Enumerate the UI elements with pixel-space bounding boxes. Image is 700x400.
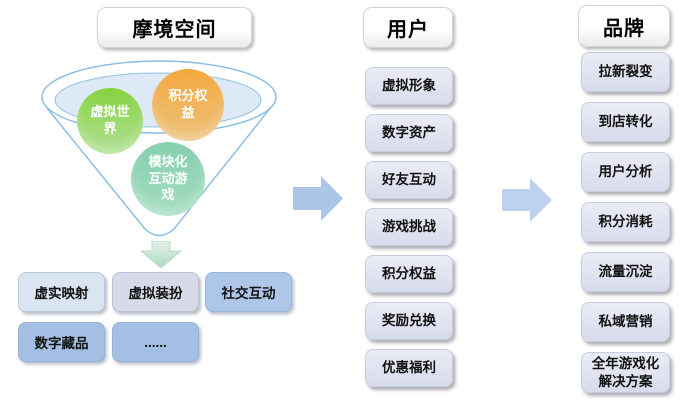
list-item: 优惠福利 xyxy=(365,349,453,387)
list-item: 到店转化 xyxy=(581,102,670,142)
list-item: 拉新裂变 xyxy=(581,52,670,92)
brand-item-list: 拉新裂变 到店转化 用户分析 积分消耗 流量沉淀 私域营销 全年游戏化解决方案 xyxy=(581,52,670,394)
user-item-list: 虚拟形象 数字资产 好友互动 游戏挑战 积分权益 奖励兑换 优惠福利 xyxy=(365,67,453,387)
output-box: 虚实映射 xyxy=(18,272,105,312)
output-box: 虚拟装扮 xyxy=(112,272,199,312)
list-item: 奖励兑换 xyxy=(365,302,453,340)
output-box-label: ...... xyxy=(144,334,167,350)
output-box-label: 数字藏品 xyxy=(34,336,89,351)
list-item: 私域营销 xyxy=(581,302,670,342)
list-item: 积分消耗 xyxy=(581,202,670,242)
list-item: 积分权益 xyxy=(365,255,453,293)
list-item: 全年游戏化解决方案 xyxy=(581,352,670,394)
list-item: 用户分析 xyxy=(581,152,670,192)
user-section-title: 用户 xyxy=(363,7,453,48)
down-arrow-icon xyxy=(140,241,182,268)
brand-section-title-label: 品牌 xyxy=(603,17,645,40)
right-arrow-icon xyxy=(293,176,343,221)
funnel-circle-label: 模块化互动游戏 xyxy=(148,153,188,203)
list-item: 流量沉淀 xyxy=(581,252,670,292)
list-item: 好友互动 xyxy=(365,161,453,199)
funnel-circle: 积分权益 xyxy=(152,69,224,141)
output-box: 社交互动 xyxy=(205,272,292,312)
funnel-circle: 模块化互动游戏 xyxy=(131,142,205,216)
output-box: 数字藏品 xyxy=(18,322,105,362)
user-section-title-label: 用户 xyxy=(387,19,429,41)
brand-section-title: 品牌 xyxy=(578,5,670,47)
output-box: ...... xyxy=(112,322,199,362)
list-item: 游戏挑战 xyxy=(365,208,453,246)
output-box-label: 虚拟装扮 xyxy=(128,286,183,301)
left-section-title: 摩境空间 xyxy=(97,7,252,48)
funnel-circle-label: 虚拟世界 xyxy=(90,104,130,136)
left-section-title-label: 摩境空间 xyxy=(132,19,217,41)
funnel-circle: 虚拟世界 xyxy=(77,88,143,154)
list-item: 虚拟形象 xyxy=(365,67,453,105)
output-box-label: 虚实映射 xyxy=(34,286,89,301)
list-item: 数字资产 xyxy=(365,114,453,152)
right-arrow-icon xyxy=(502,178,552,222)
output-box-label: 社交互动 xyxy=(221,286,276,301)
funnel-circle-label: 积分权益 xyxy=(168,88,208,120)
